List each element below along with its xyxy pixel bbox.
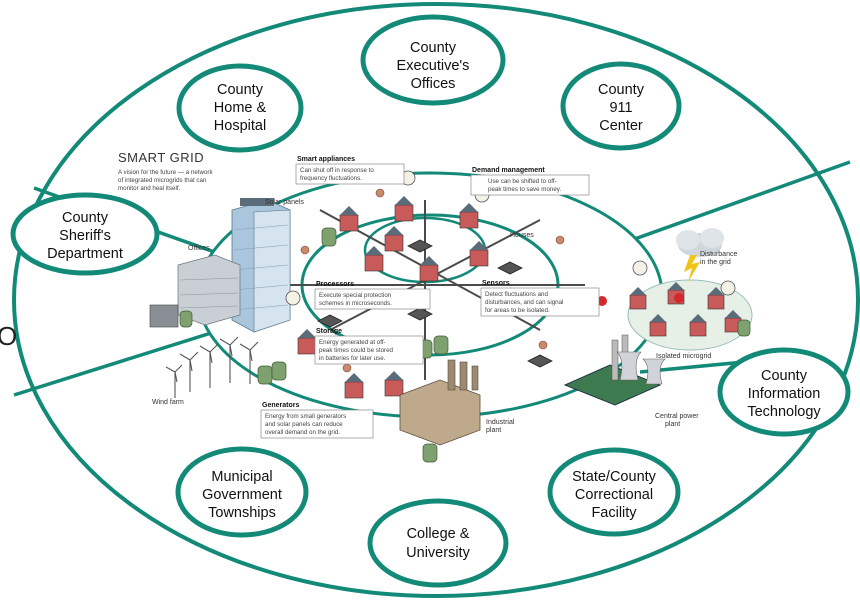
svg-text:and solar panels can reduce: and solar panels can reduce bbox=[265, 421, 343, 428]
smart-grid-subtitle-3: monitor and heal itself. bbox=[118, 185, 181, 192]
houses-cluster bbox=[297, 196, 489, 399]
callout-sensors: Sensors Detect fluctuations and disturba… bbox=[480, 280, 600, 317]
label-disturbance-1: Disturbance bbox=[700, 251, 737, 258]
dept-county-information-technology: County Information Technology bbox=[717, 347, 851, 437]
grid-nodes bbox=[317, 239, 553, 368]
smart-grid-subtitle-2: of integrated microgrids that can bbox=[118, 177, 207, 184]
dept-state-county-correctional-facility: State/County Correctional Facility bbox=[547, 447, 681, 537]
svg-text:Storage: Storage bbox=[316, 328, 342, 335]
svg-text:Government: Government bbox=[202, 487, 282, 503]
svg-text:Detect fluctuations and: Detect fluctuations and bbox=[485, 291, 549, 298]
callout-processors: Processors Execute special protection sc… bbox=[314, 281, 431, 310]
svg-text:Municipal: Municipal bbox=[211, 469, 272, 485]
alert-dot bbox=[597, 296, 607, 306]
callout-storage: Storage Energy generated at off- peak ti… bbox=[314, 328, 424, 365]
label-industrial-2: plant bbox=[486, 427, 501, 434]
central-power-plant bbox=[563, 334, 666, 406]
svg-text:Facility: Facility bbox=[591, 505, 637, 521]
svg-text:Execute special protection: Execute special protection bbox=[319, 292, 392, 299]
svg-text:Smart appliances: Smart appliances bbox=[297, 156, 355, 163]
smart-grid-subtitle-1: A vision for the future — a network bbox=[118, 169, 213, 176]
svg-text:Center: Center bbox=[599, 118, 643, 134]
offices-building bbox=[149, 254, 241, 328]
storm-cloud-icon bbox=[676, 228, 724, 282]
svg-text:Sheriff's: Sheriff's bbox=[59, 228, 111, 244]
svg-text:Can shut off in response to: Can shut off in response to bbox=[300, 167, 374, 174]
svg-text:in batteries for later use.: in batteries for later use. bbox=[319, 355, 386, 362]
svg-text:911: 911 bbox=[609, 100, 632, 116]
svg-text:Correctional: Correctional bbox=[575, 487, 653, 503]
svg-text:peak times could be stored: peak times could be stored bbox=[319, 347, 394, 354]
label-houses: Houses bbox=[510, 232, 534, 239]
svg-text:County: County bbox=[410, 40, 457, 56]
svg-text:State/County: State/County bbox=[572, 469, 657, 485]
stray-glyph: O bbox=[0, 321, 17, 351]
dept-county-executives-offices: County Executive's Offices bbox=[360, 14, 506, 106]
svg-text:Generators: Generators bbox=[262, 402, 299, 409]
svg-text:University: University bbox=[406, 545, 470, 561]
svg-text:Home &: Home & bbox=[214, 100, 267, 116]
svg-text:Sensors: Sensors bbox=[482, 280, 510, 287]
label-solar-panels: Solar panels bbox=[265, 199, 304, 206]
label-central-power-2: plant bbox=[665, 421, 680, 428]
label-disturbance-2: in the grid bbox=[700, 259, 731, 266]
svg-text:County: County bbox=[761, 368, 808, 384]
label-industrial-1: Industrial bbox=[486, 419, 515, 426]
office-tower bbox=[231, 198, 291, 333]
svg-text:Offices: Offices bbox=[411, 76, 456, 92]
svg-text:Townships: Townships bbox=[208, 505, 276, 521]
callout-demand-management: Demand management Use can be shifted to … bbox=[470, 167, 590, 196]
svg-text:County: County bbox=[62, 210, 109, 226]
label-offices: Offices bbox=[188, 245, 210, 252]
svg-text:Energy from small generators: Energy from small generators bbox=[265, 413, 346, 420]
isolated-microgrid bbox=[627, 279, 753, 351]
wind-farm bbox=[165, 336, 259, 398]
svg-text:Use can be shifted to off-: Use can be shifted to off- bbox=[488, 178, 557, 185]
svg-text:Energy generated at off-: Energy generated at off- bbox=[319, 339, 386, 346]
svg-text:disturbances, and can signal: disturbances, and can signal bbox=[485, 299, 563, 306]
callout-smart-appliances: Smart appliances Can shut off in respons… bbox=[295, 156, 405, 185]
svg-text:for areas to be isolated.: for areas to be isolated. bbox=[485, 307, 550, 314]
svg-text:County: County bbox=[217, 82, 264, 98]
label-central-power-1: Central power bbox=[655, 413, 699, 420]
dept-county-sheriffs-department: County Sheriff's Department bbox=[10, 192, 160, 276]
svg-text:Technology: Technology bbox=[747, 404, 821, 420]
svg-text:overall demand on the grid.: overall demand on the grid. bbox=[265, 429, 340, 436]
outer-ellipse bbox=[12, 2, 860, 598]
dept-municipal-government-townships: Municipal Government Townships bbox=[175, 446, 309, 538]
svg-text:Demand management: Demand management bbox=[472, 167, 545, 174]
dept-college-university: College & University bbox=[367, 498, 509, 588]
svg-text:frequency fluctuations.: frequency fluctuations. bbox=[300, 175, 362, 182]
svg-text:peak times to save money.: peak times to save money. bbox=[488, 186, 561, 193]
callout-generators: Generators Energy from small generators … bbox=[260, 402, 374, 439]
svg-text:Executive's: Executive's bbox=[397, 58, 470, 74]
sensor-pins bbox=[300, 188, 565, 373]
svg-text:County: County bbox=[598, 82, 645, 98]
svg-text:Department: Department bbox=[47, 246, 123, 262]
svg-text:Processors: Processors bbox=[316, 281, 354, 288]
svg-text:College &: College & bbox=[407, 526, 470, 542]
label-isolated-microgrid: Isolated microgrid bbox=[656, 353, 711, 360]
svg-text:schemes in microseconds.: schemes in microseconds. bbox=[319, 300, 392, 307]
dept-county-911-center: County 911 Center bbox=[560, 61, 682, 151]
svg-text:Information: Information bbox=[748, 386, 821, 402]
label-wind-farm: Wind farm bbox=[152, 399, 184, 406]
alert-dot-microgrid bbox=[674, 293, 684, 303]
smart-grid-title: SMART GRID bbox=[118, 150, 204, 165]
industrial-plant bbox=[399, 359, 481, 446]
dept-county-home-hospital: County Home & Hospital bbox=[176, 63, 304, 153]
svg-text:Hospital: Hospital bbox=[214, 118, 266, 134]
